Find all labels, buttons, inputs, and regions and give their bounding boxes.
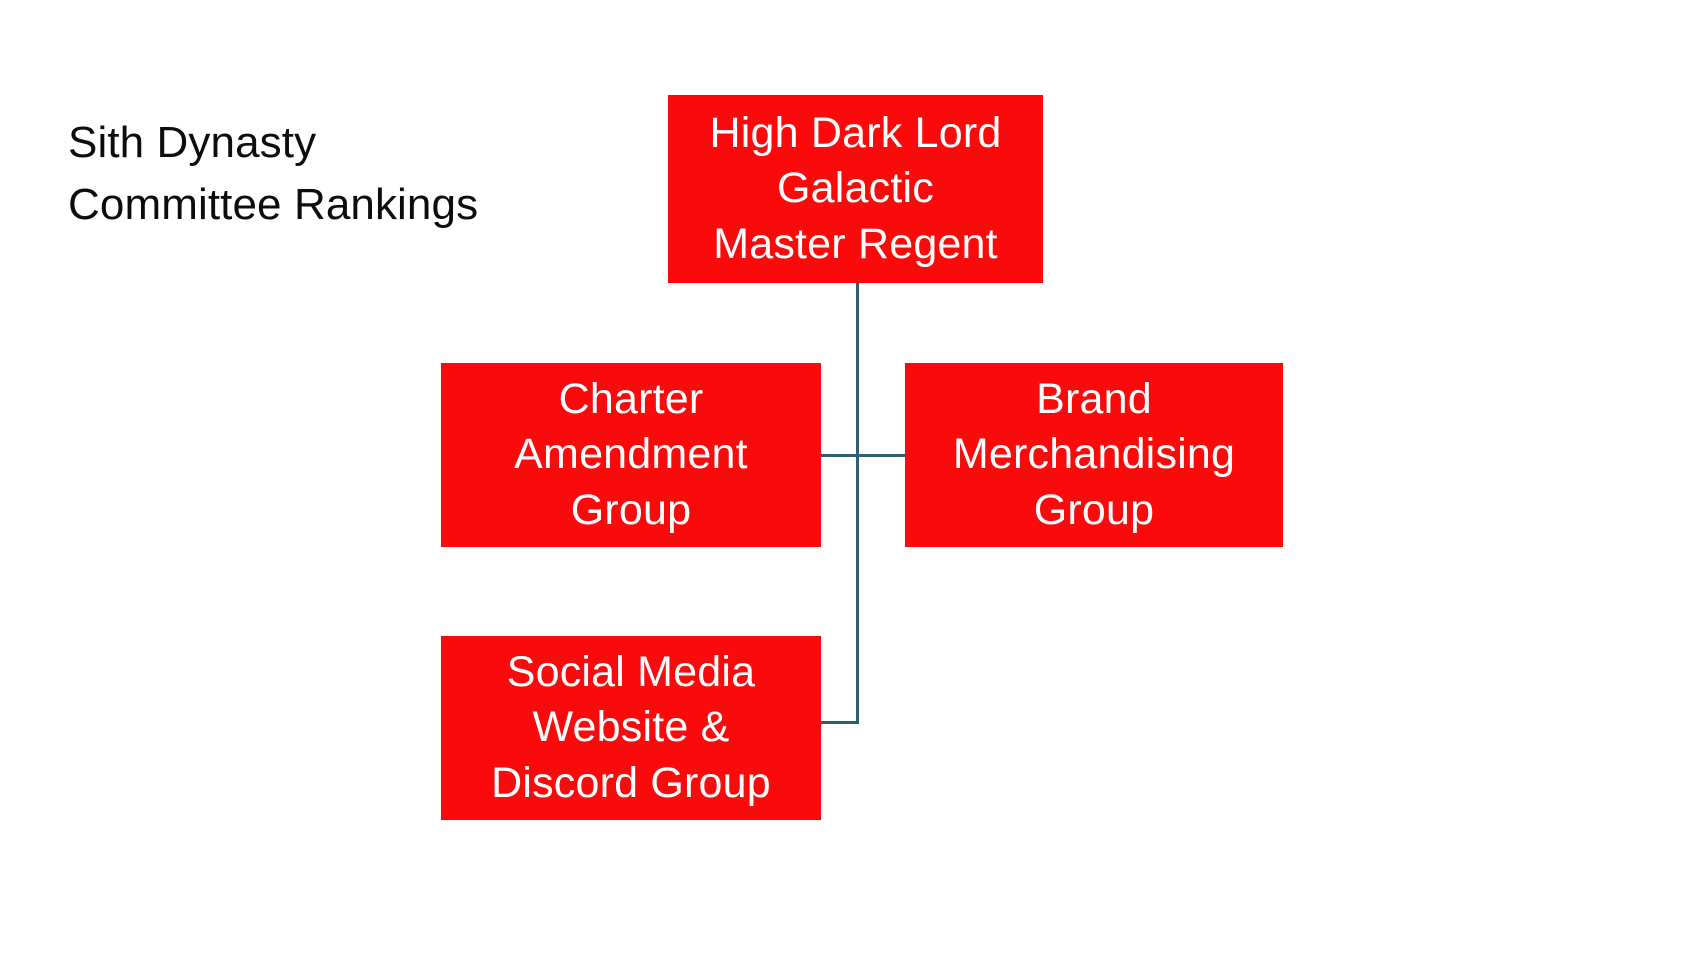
org-node-label: Social Media Website & Discord Group [491, 647, 771, 807]
org-node-label: Charter Amendment Group [514, 374, 748, 534]
connector-middle-rail [821, 454, 905, 457]
connector-social-stub [821, 721, 859, 724]
page-title: Sith Dynasty Committee Rankings [68, 118, 479, 230]
org-node-label: High Dark Lord Galactic Master Regent [709, 108, 1002, 268]
org-node-brand-merchandising-group[interactable]: Brand Merchandising Group [905, 363, 1283, 547]
org-node-label: Brand Merchandising Group [952, 374, 1236, 534]
org-node-charter-amendment-group[interactable]: Charter Amendment Group [441, 363, 821, 547]
connector-root-trunk [856, 283, 859, 724]
org-node-social-media-website-discord-group[interactable]: Social Media Website & Discord Group [441, 636, 821, 820]
org-node-high-dark-lord[interactable]: High Dark Lord Galactic Master Regent [668, 95, 1043, 283]
